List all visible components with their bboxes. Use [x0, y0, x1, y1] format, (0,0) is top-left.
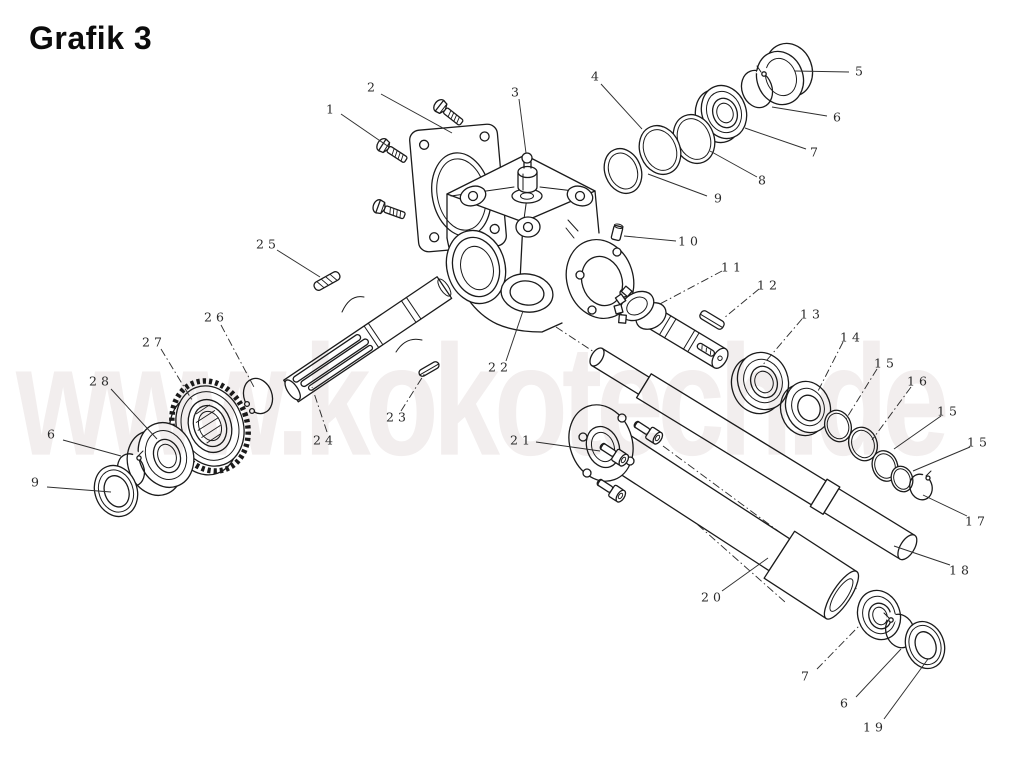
groove-arc-a [341, 296, 365, 313]
part-3-breather-plug [511, 152, 543, 204]
callout-2: 2 [367, 79, 379, 95]
part-21-flange [568, 404, 635, 482]
callout-5: 5 [855, 63, 867, 79]
part-13-bearing [730, 351, 790, 415]
callout-23: 23 [386, 409, 410, 425]
callout-26: 26 [204, 309, 228, 325]
callout-1: 1 [326, 101, 338, 117]
part-20-tube [604, 431, 860, 620]
part-25-key [313, 271, 341, 291]
callout-4: 4 [591, 68, 603, 84]
callout-12: 12 [757, 277, 781, 293]
callout-9-top: 9 [714, 190, 726, 206]
part-26-snap-ring [240, 377, 274, 415]
callout-17: 17 [965, 513, 989, 529]
part-9-seal-top [603, 147, 643, 195]
part-5-cover-cap [755, 42, 814, 106]
callout-8: 8 [758, 172, 770, 188]
callout-25: 25 [256, 236, 280, 252]
callout-6-top: 6 [833, 109, 845, 125]
part-15-ring-a [823, 409, 853, 443]
callout-6-left: 6 [47, 426, 59, 442]
part-28-bearing [126, 421, 195, 497]
part-6-circlip-top [740, 64, 774, 109]
callout-13: 13 [800, 306, 824, 322]
part-24-splined-shaft [283, 276, 453, 403]
callout-19: 19 [863, 719, 887, 735]
callout-7-bottom: 7 [801, 668, 813, 684]
callout-27: 27 [142, 334, 166, 350]
callout-15-a: 15 [874, 355, 898, 371]
callout-28: 28 [89, 373, 113, 389]
part-23-key [418, 361, 440, 377]
part-1-hex-bolt-lower [370, 197, 408, 223]
callout-15-c: 15 [967, 434, 991, 450]
callout-7-top: 7 [810, 144, 822, 160]
callout-21: 21 [510, 432, 534, 448]
callout-24: 24 [313, 432, 337, 448]
callout-3: 3 [511, 84, 523, 100]
callout-22: 22 [488, 359, 512, 375]
callout-20: 20 [701, 589, 725, 605]
part-10-peg [610, 223, 624, 242]
callout-18: 18 [949, 562, 973, 578]
leader-lines [46, 70, 971, 720]
callout-9-left: 9 [31, 474, 43, 490]
part-2-hex-bolt [430, 96, 467, 130]
callout-16: 16 [907, 373, 931, 389]
callout-6-bottom: 6 [840, 695, 852, 711]
part-7-bearing-bottom [856, 589, 902, 641]
part-18-shaft [589, 347, 918, 561]
part-9-seal-left [93, 464, 139, 518]
part-19-seal [904, 620, 946, 670]
part-17-circlip [909, 470, 933, 501]
part-11-bevel-pinion [613, 285, 729, 369]
part-12-key [699, 310, 725, 330]
part-14-bearing [779, 380, 832, 437]
part-15-ring-c [890, 465, 914, 493]
callout-11: 11 [721, 259, 745, 275]
part-16-ring [847, 426, 879, 462]
part-7-bearing-top [694, 84, 748, 144]
page-title: Grafik 3 [29, 20, 153, 56]
callout-10: 10 [678, 233, 702, 249]
callout-15-b: 15 [937, 403, 961, 419]
callout-14: 14 [840, 329, 864, 345]
groove-arc-b [395, 338, 423, 353]
part-4-ring [638, 124, 682, 176]
